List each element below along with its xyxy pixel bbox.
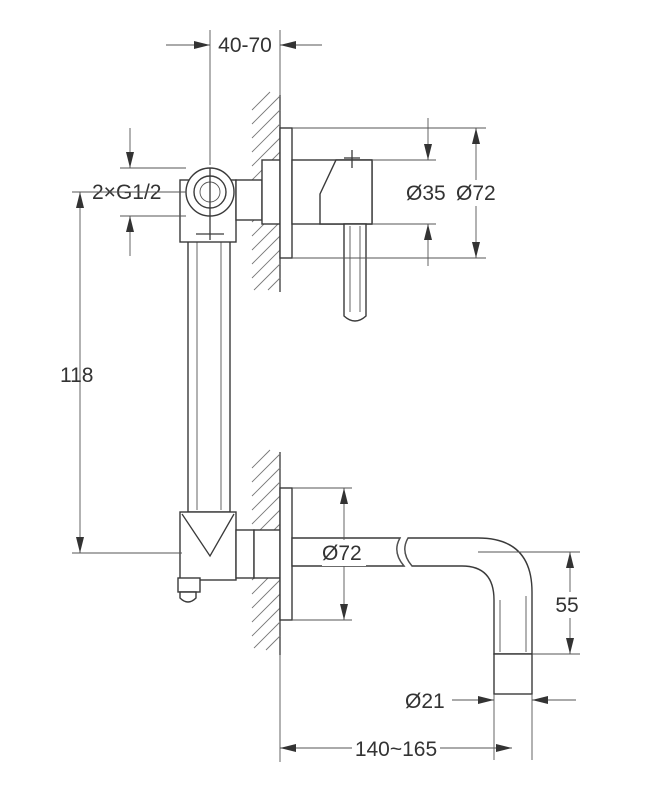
lower-elbow-fitting [177, 511, 255, 603]
dim-inlet-thread-label: 2×G1/2 [92, 181, 161, 204]
dim-spout-drop: 55 [478, 551, 582, 655]
dim-diameter-plate-bottom-label: Ø72 [322, 542, 362, 565]
dim-height: 118 [60, 191, 186, 554]
upper-cover-plate [261, 127, 293, 259]
dim-spout-diameter-label: Ø21 [405, 690, 445, 713]
mixer-lever [343, 223, 367, 322]
dim-spout-reach-label: 140~165 [355, 738, 437, 761]
dim-wall-gap: 40-70 [166, 30, 322, 165]
dim-diameter-plate-bottom: Ø72 [292, 487, 366, 621]
upper-inlet-fitting [179, 167, 263, 243]
dim-diameter-small: Ø35 [372, 118, 446, 266]
lower-cover-plate [253, 487, 293, 621]
concealed-pipe [187, 239, 231, 513]
dim-diameter-small-label: Ø35 [406, 182, 446, 205]
dim-diameter-plate-top-label: Ø72 [456, 182, 496, 205]
dim-diameter-plate-top: Ø72 [292, 127, 499, 259]
wall-hatch-upper [251, 91, 281, 292]
dim-spout-drop-label: 55 [555, 594, 578, 617]
dim-wall-gap-label: 40-70 [218, 34, 272, 57]
dim-inlet-thread: 2×G1/2 [72, 128, 186, 256]
mixer-body [291, 150, 373, 225]
dim-height-label: 118 [60, 364, 93, 387]
dim-spout-diameter: Ø21 [405, 690, 576, 760]
dim-spout-reach: 140~165 [279, 655, 512, 762]
